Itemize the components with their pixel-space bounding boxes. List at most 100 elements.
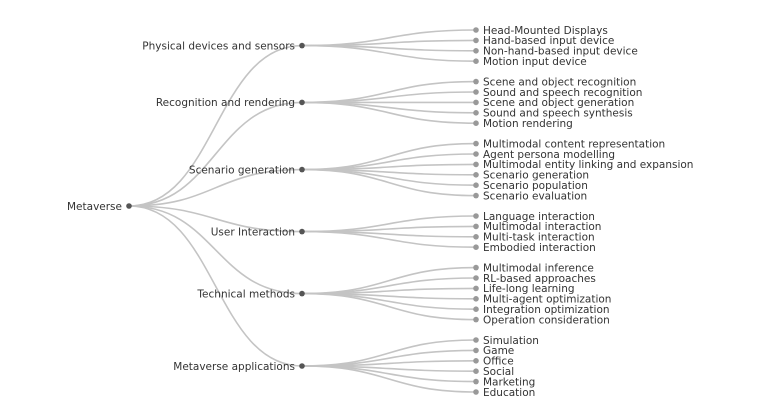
leaf-label-social: Social [483,366,514,378]
leaf-node-marketing [473,378,479,385]
branch-node-recognition-and-rendering [299,99,305,106]
root-branch-link [128,44,303,207]
leaf-node-embodied-interaction [473,244,479,250]
leaf-node-multimodal-inference [473,264,479,271]
leaf-node-operation-consideration [473,316,479,323]
leaf-label-motion-input-device: Motion input device [483,56,587,68]
leaf-node-scene-and-object-recognition [473,78,479,85]
branch-label-user-interaction: User Interaction [211,226,295,238]
leaf-label-sound-and-speech-recognition: Sound and speech recognition [483,87,642,99]
leaf-node-sound-and-speech-recognition [473,89,479,95]
leaf-label-marketing: Marketing [483,376,535,388]
branch-leaf-link [301,39,477,47]
leaf-label-multimodal-entity-linking-and-expansion: Multimodal entity linking and expansion [483,159,693,171]
branch-node-scenario-generation [299,166,305,173]
leaf-node-sound-and-speech-synthesis [473,110,479,116]
leaf-label-hand-based-input-device: Hand-based input device [483,35,614,47]
leaf-label-head-mounted-displays: Head-Mounted Displays [483,25,608,37]
root-label: Metaverse [67,201,122,213]
leaf-label-simulation: Simulation [483,335,539,347]
branch-leaf-link [301,168,477,197]
leaf-label-agent-persona-modelling: Agent persona modelling [483,149,615,161]
branch-label-scenario-generation: Scenario generation [189,164,295,176]
leaf-label-sound-and-speech-synthesis: Sound and speech synthesis [483,108,633,120]
leaf-node-motion-input-device [473,58,479,64]
leaf-node-multi-task-interaction [473,234,479,240]
leaf-label-motion-rendering: Motion rendering [483,118,573,130]
branch-leaf-link [301,230,477,248]
branch-node-technical-methods [299,290,305,297]
branch-label-recognition-and-rendering: Recognition and rendering [156,97,295,109]
leaf-node-social [473,368,479,375]
leaf-node-scene-and-object-generation [473,99,479,106]
tree-links [128,29,477,393]
root-branch-link [128,205,303,233]
root-branch-link [128,168,303,207]
leaf-label-multi-task-interaction: Multi-task interaction [483,232,595,244]
branch-node-physical-devices-and-sensors [299,42,305,49]
branch-leaf-link [301,339,477,367]
leaf-label-language-interaction: Language interaction [483,211,595,223]
leaf-node-multimodal-entity-linking-and-expansion [473,161,479,168]
branch-leaf-link [301,44,477,62]
leaf-label-multi-agent-optimization: Multi-agent optimization [483,294,611,306]
branch-leaf-link [301,365,477,393]
leaf-node-head-mounted-displays [473,27,479,33]
branch-node-metaverse-applications [299,363,305,369]
leaf-label-rl-based-approaches: RL-based approaches [483,273,596,285]
branch-leaf-link [301,292,477,321]
leaf-node-game [473,347,479,354]
leaf-label-non-hand-based-input-device: Non-hand-based input device [483,46,638,58]
leaf-node-non-hand-based-input-device [473,48,479,54]
branch-leaf-link [301,266,477,295]
leaf-node-scenario-evaluation [473,192,479,199]
leaf-node-motion-rendering [473,120,479,126]
leaf-node-rl-based-approaches [473,275,479,281]
branch-leaf-link [301,360,477,367]
root-branch-link [128,205,303,295]
branch-leaf-link [301,142,477,171]
leaf-node-scenario-population [473,182,479,188]
branch-leaf-link [301,163,477,171]
branch-label-technical-methods: Technical methods [196,288,295,300]
leaf-label-office: Office [483,356,514,368]
leaf-label-scenario-evaluation: Scenario evaluation [483,190,587,202]
root-branch-link [128,101,303,207]
leaf-label-operation-consideration: Operation consideration [483,314,610,326]
branch-leaf-link [301,101,477,114]
leaf-node-office [473,358,479,364]
branch-leaf-link [301,225,477,233]
leaf-label-multimodal-inference: Multimodal inference [483,262,594,274]
branch-leaf-link [301,287,477,295]
leaf-node-multi-agent-optimization [473,296,479,302]
leaf-node-scenario-generation [473,172,479,178]
branch-label-physical-devices-and-sensors: Physical devices and sensors [142,40,295,52]
leaf-node-language-interaction [473,213,479,219]
leaf-node-multimodal-interaction [473,223,479,230]
branch-leaf-link [301,91,477,104]
leaf-label-game: Game [483,345,514,357]
leaf-node-multimodal-content-representation [473,140,479,147]
leaf-label-education: Education [483,387,535,399]
branch-node-user-interaction [299,228,305,235]
leaf-label-embodied-interaction: Embodied interaction [483,242,596,254]
tree-nodes: Metaverse Physical devices and sensors Hea… [67,25,693,399]
leaf-label-life-long-learning: Life-long learning [483,283,575,295]
leaf-node-integration-optimization [473,306,479,313]
leaf-label-multimodal-interaction: Multimodal interaction [483,221,601,233]
leaf-label-scenario-generation: Scenario generation [483,170,589,182]
root-branch-link [128,205,303,367]
leaf-label-scene-and-object-generation: Scene and object generation [483,97,634,109]
leaf-label-multimodal-content-representation: Multimodal content representation [483,138,665,150]
leaf-node-life-long-learning [473,285,479,292]
leaf-label-scenario-population: Scenario population [483,180,588,192]
leaf-node-hand-based-input-device [473,37,479,44]
leaf-node-simulation [473,337,479,343]
root-node [126,203,132,209]
branch-leaf-link [301,101,477,124]
leaf-label-scene-and-object-recognition: Scene and object recognition [483,76,636,88]
leaf-node-education [473,389,479,395]
branch-label-metaverse-applications: Metaverse applications [173,361,295,373]
leaf-node-agent-persona-modelling [473,151,479,157]
